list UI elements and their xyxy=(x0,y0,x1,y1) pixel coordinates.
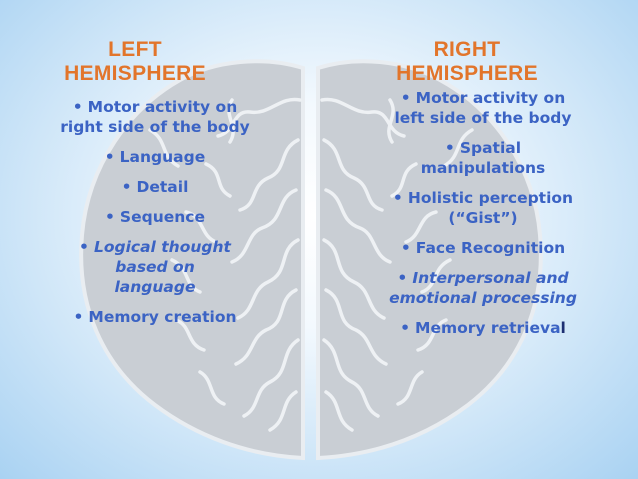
bullet-icon: • xyxy=(104,148,115,166)
right-item-text: Spatial manipulations xyxy=(420,139,546,177)
right-list-item: •Face Recognition xyxy=(373,238,593,258)
left-hemisphere-list: •Motor activity on right side of the bod… xyxy=(50,97,260,337)
left-list-item: •Detail xyxy=(50,177,260,197)
left-item-text: Motor activity on right side of the body xyxy=(60,98,250,136)
bullet-icon: • xyxy=(400,319,411,337)
bullet-icon: • xyxy=(73,308,84,326)
right-heading-line2: HEMISPHERE xyxy=(396,62,538,85)
right-list-item: •Spatial manipulations xyxy=(373,138,593,178)
left-hemisphere-heading: LEFT HEMISPHERE xyxy=(40,38,230,86)
bullet-icon: • xyxy=(397,269,408,287)
left-item-text: Detail xyxy=(136,178,189,196)
left-list-item: •Language xyxy=(50,147,260,167)
left-list-item: •Sequence xyxy=(50,207,260,227)
right-item-text: Motor activity on left side of the body xyxy=(394,89,572,127)
right-list-item: •Holistic perception (“Gist”) xyxy=(373,188,593,228)
left-item-text: Language xyxy=(119,148,206,166)
left-item-text: Logical thought based on language xyxy=(93,238,231,296)
right-item-text: Holistic perception (“Gist”) xyxy=(407,189,574,227)
left-hemisphere-shape xyxy=(79,59,305,461)
right-hemisphere-list: •Motor activity on left side of the body… xyxy=(373,88,593,348)
bullet-icon: • xyxy=(121,178,132,196)
right-item-text-end: l xyxy=(560,319,566,337)
bullet-icon: • xyxy=(400,239,411,257)
right-item-text: Memory retrieva xyxy=(415,319,561,337)
bullet-icon: • xyxy=(444,139,455,157)
right-list-item: •Interpersonal and emotional processing xyxy=(373,268,593,308)
left-heading-line2: HEMISPHERE xyxy=(64,62,206,85)
right-hemisphere-shape xyxy=(316,59,543,461)
right-hemisphere-heading: RIGHT HEMISPHERE xyxy=(372,38,562,86)
bullet-icon: • xyxy=(72,98,83,116)
left-heading-line1: LEFT xyxy=(108,38,162,61)
right-list-item: •Memory retrieval xyxy=(373,318,593,338)
left-list-item: •Motor activity on right side of the bod… xyxy=(50,97,260,137)
bullet-icon: • xyxy=(79,238,89,256)
left-list-item: •Logical thought based on language xyxy=(50,237,260,297)
right-item-text: Interpersonal and emotional processing xyxy=(389,269,577,307)
left-item-text: Memory creation xyxy=(88,308,237,326)
bullet-icon: • xyxy=(105,208,115,226)
right-heading-line1: RIGHT xyxy=(433,38,501,61)
right-list-item: •Motor activity on left side of the body xyxy=(373,88,593,128)
right-item-text: Face Recognition xyxy=(415,239,566,257)
bullet-icon: • xyxy=(400,89,411,107)
left-list-item: •Memory creation xyxy=(50,307,260,327)
bullet-icon: • xyxy=(392,189,403,207)
left-item-text: Sequence xyxy=(119,208,205,226)
